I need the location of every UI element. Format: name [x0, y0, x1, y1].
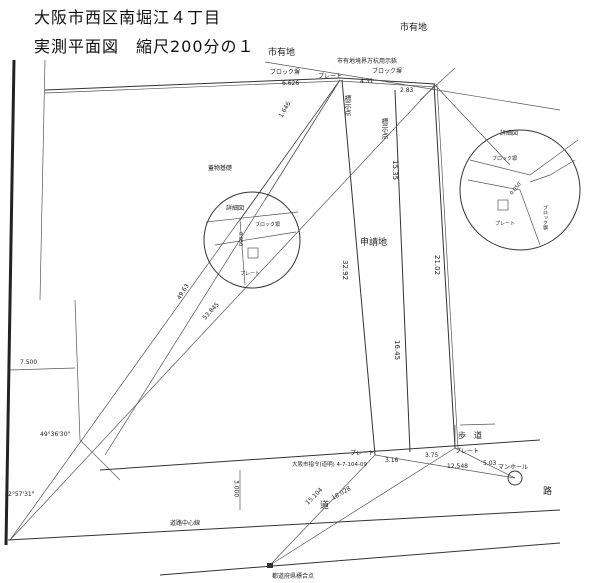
detail-leader [434, 84, 511, 166]
road-center-line [7, 509, 561, 541]
road-edge-line [99, 439, 541, 471]
label-city-boundary: 市有地境界万杭用示鋲 [337, 57, 397, 65]
dim-316: 3.16 [385, 457, 399, 464]
dim-2102: 21.02 [433, 255, 441, 275]
label-plate-bottom: プレート [350, 450, 374, 457]
detail-plate-icon [247, 247, 259, 259]
ref-point-icon [267, 563, 273, 568]
label-manhole: マンホール [498, 464, 528, 471]
top-boundary-wall-inner [44, 80, 341, 94]
label-road-2: 路 [543, 485, 552, 497]
manhole-line [374, 454, 516, 479]
detail-wall-line [239, 219, 246, 286]
manhole-icon [507, 470, 523, 486]
dim-431: 4.31 [360, 78, 374, 85]
angle-2: 2°57'31" [8, 491, 35, 498]
dim-18028: 18.028 [331, 485, 353, 502]
ref-line [269, 454, 376, 566]
detail-plate-icon [497, 199, 509, 211]
dim-53845: 53.845 [201, 301, 221, 321]
dim-3000: 3.000 [233, 480, 240, 497]
sidewalk-edge [459, 423, 496, 426]
lot-mid-line [394, 89, 411, 453]
detail-wall-line [214, 231, 297, 246]
dim-4963: 49.63 [176, 283, 191, 301]
lot-right-wall [436, 83, 459, 449]
offset-line [9, 367, 76, 371]
detail-circle-right [459, 129, 581, 251]
dim-6626: 6.626 [282, 80, 299, 87]
detail-wall-line [467, 179, 541, 246]
label-city-order: 大阪市指令(道明) 4-7-104-09 [292, 460, 367, 468]
detail-right-wall-1: ブロック塀 [492, 155, 517, 162]
dim-1645: 16.45 [393, 340, 401, 360]
ref-line [269, 447, 456, 566]
label-plate-top: プレート [318, 73, 342, 80]
label-block-wall-2: ブロック塀 [372, 67, 402, 75]
dim-3292: 32.92 [341, 260, 349, 280]
dim-375: 3.75 [425, 452, 439, 459]
road-far-edge [159, 542, 561, 576]
detail-left-title: 詳細図 [226, 204, 244, 212]
radial-line [239, 79, 341, 221]
detail-left-dim: 0.050 [237, 232, 243, 246]
label-city-land-top: 市有地 [400, 21, 427, 33]
top-boundary-wall [44, 77, 341, 91]
top-boundary-right [339, 77, 436, 85]
drawing-title: 大阪市西区南堀江４丁目 [34, 8, 222, 27]
angle-1: 49°36'30" [40, 431, 71, 438]
city-land-line [264, 61, 561, 111]
label-applicant-land: 申請地 [360, 236, 387, 248]
lot-left-line [341, 79, 376, 456]
dim-7500: 7.500 [20, 359, 37, 366]
dim-503: 5.03 [483, 460, 497, 467]
detail-left-plate: プレート [240, 271, 260, 277]
left-area-line [74, 299, 121, 481]
label-block-wall: ブロック塀 [270, 68, 300, 76]
manhole-line [454, 447, 516, 479]
radial-line-long [9, 84, 436, 541]
label-road-center: 道路中心線 [170, 519, 200, 527]
detail-wall-line [469, 139, 579, 176]
lot-right-line [433, 83, 456, 449]
dim-1646: 1.646 [278, 100, 293, 119]
detail-right-wall-2: ブロック塀 [542, 204, 548, 231]
detail-wall-line [529, 159, 576, 183]
left-boundary-line [39, 59, 46, 301]
detail-circle-left [203, 191, 301, 289]
detail-left-wall: ブロック塀 [255, 221, 280, 228]
dim-1535: 15.35 [391, 160, 399, 180]
left-border-line [4, 59, 16, 546]
label-road-1: 道 [320, 499, 329, 511]
detail-right-title: 詳細図 [500, 129, 518, 137]
radial-line [264, 79, 341, 201]
drawing-subtitle-scale: 実測平面図 縮尺200分の１ [34, 37, 255, 56]
detail-wall-line [205, 211, 299, 223]
label-plate-bottom-right: プレート [455, 448, 479, 455]
label-sidewalk: 歩 道 [458, 430, 482, 440]
dim-12548: 12.548 [447, 463, 468, 470]
dim-283: 2.83 [400, 87, 414, 94]
label-marker-1: 標示点 [344, 94, 352, 117]
detail-right-dim: 0.050 [509, 181, 523, 196]
label-marker-2: 標示点 [381, 117, 389, 140]
detail-right-plate: プレート [495, 221, 515, 227]
label-structure-base: 蓋物基礎 [208, 164, 232, 172]
top-boundary-right-inner [339, 80, 436, 88]
label-ref-point: 都道府県標合点 [272, 572, 314, 580]
label-city-land-left: 市有地 [268, 46, 295, 58]
